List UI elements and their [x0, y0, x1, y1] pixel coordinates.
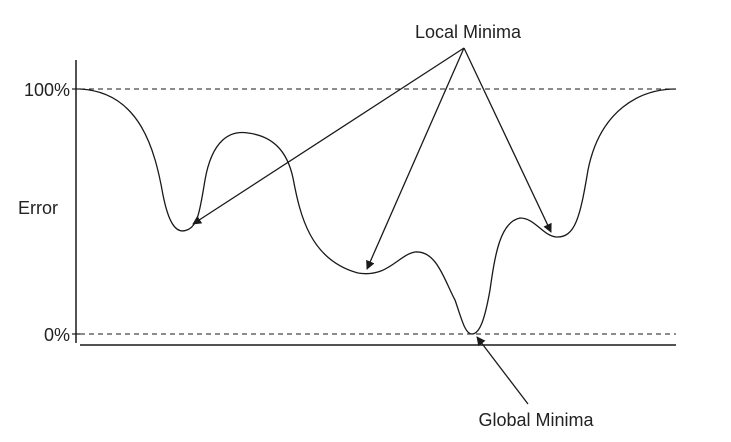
error-curve: [79, 88, 677, 335]
arrow-local-minimum-1: [192, 47, 465, 225]
arrow-global-minimum: [476, 336, 529, 405]
local-minima-label: Local Minima: [415, 22, 522, 42]
tick-100-label: 100%: [24, 80, 70, 100]
arrow-local-minimum-3: [463, 47, 552, 233]
y-axis-label: Error: [18, 198, 58, 218]
tick-0-label: 0%: [44, 325, 70, 345]
arrow-local-minimum-2: [366, 47, 465, 270]
global-minima-label: Global Minima: [478, 410, 594, 430]
